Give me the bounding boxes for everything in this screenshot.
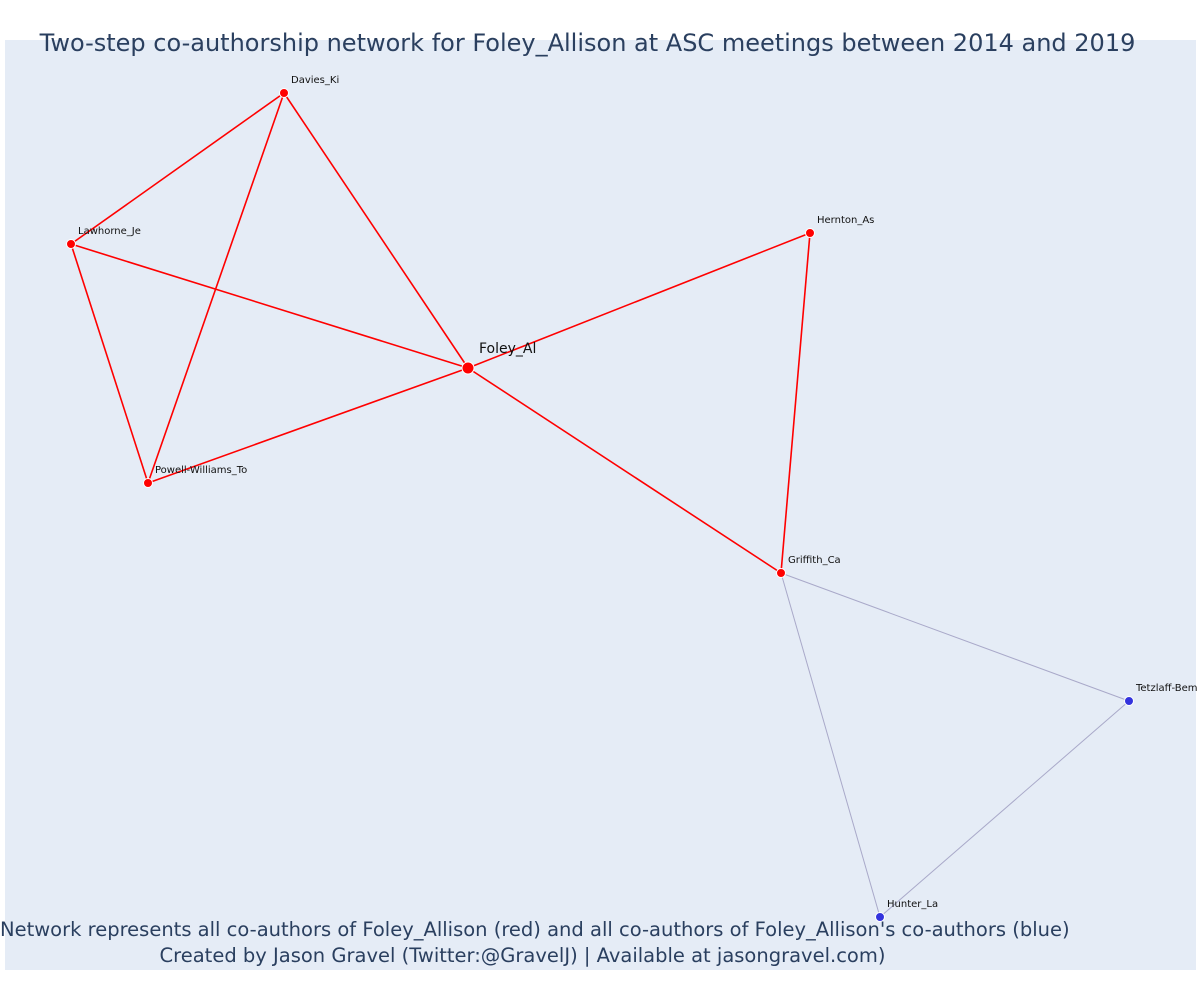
node-label-Powell-Williams_To: Powell-Williams_To bbox=[155, 465, 247, 476]
edge-Lawhorne_Je-Foley_Al bbox=[70, 243, 469, 369]
node-label-Hernton_As: Hernton_As bbox=[817, 215, 874, 226]
node-Tetzlaff-Bem[interactable] bbox=[1124, 696, 1134, 706]
footer-description: Network represents all co-authors of Fol… bbox=[0, 918, 1070, 941]
node-Griffith_Ca[interactable] bbox=[776, 568, 786, 578]
edge-Davies_Ki-Lawhorne_Je bbox=[70, 92, 285, 245]
labels-layer: Foley_Al Davies_KiLawhorne_JePowell-Willi… bbox=[78, 75, 1198, 910]
edge-Davies_Ki-Powell-Williams_To bbox=[147, 92, 285, 484]
node-Powell-Williams_To[interactable] bbox=[143, 478, 153, 488]
node-label-Foley_Al: Foley_Al bbox=[479, 341, 536, 357]
edge-Hernton_As-Griffith_Ca bbox=[780, 232, 811, 574]
chart-title: Two-step co-authorship network for Foley… bbox=[39, 29, 1136, 57]
edge-Tetzlaff-Bem-Hunter_La bbox=[879, 700, 1130, 918]
edges-layer bbox=[70, 92, 1130, 918]
nodes-layer bbox=[66, 88, 1134, 922]
edge-Foley_Al-Hernton_As bbox=[467, 232, 811, 369]
edge-Griffith_Ca-Tetzlaff-Bem bbox=[780, 572, 1130, 702]
node-Davies_Ki[interactable] bbox=[279, 88, 289, 98]
node-Lawhorne_Je[interactable] bbox=[66, 239, 76, 249]
node-label-Hunter_La: Hunter_La bbox=[887, 899, 938, 910]
node-label-Tetzlaff-Bem: Tetzlaff-Bem bbox=[1135, 683, 1198, 694]
edge-Griffith_Ca-Hunter_La bbox=[780, 572, 881, 918]
edge-Foley_Al-Griffith_Ca bbox=[467, 367, 782, 574]
node-label-Davies_Ki: Davies_Ki bbox=[291, 75, 339, 86]
node-Foley_Al[interactable] bbox=[461, 361, 475, 375]
node-Hernton_As[interactable] bbox=[805, 228, 815, 238]
edge-Powell-Williams_To-Foley_Al bbox=[147, 367, 469, 484]
edge-Lawhorne_Je-Powell-Williams_To bbox=[70, 243, 149, 484]
node-Hunter_La[interactable] bbox=[875, 912, 885, 922]
node-label-Lawhorne_Je: Lawhorne_Je bbox=[78, 226, 141, 237]
edge-Davies_Ki-Foley_Al bbox=[283, 92, 469, 369]
footer-credit: Created by Jason Gravel (Twitter:@Gravel… bbox=[159, 944, 886, 967]
node-label-Griffith_Ca: Griffith_Ca bbox=[788, 555, 841, 566]
